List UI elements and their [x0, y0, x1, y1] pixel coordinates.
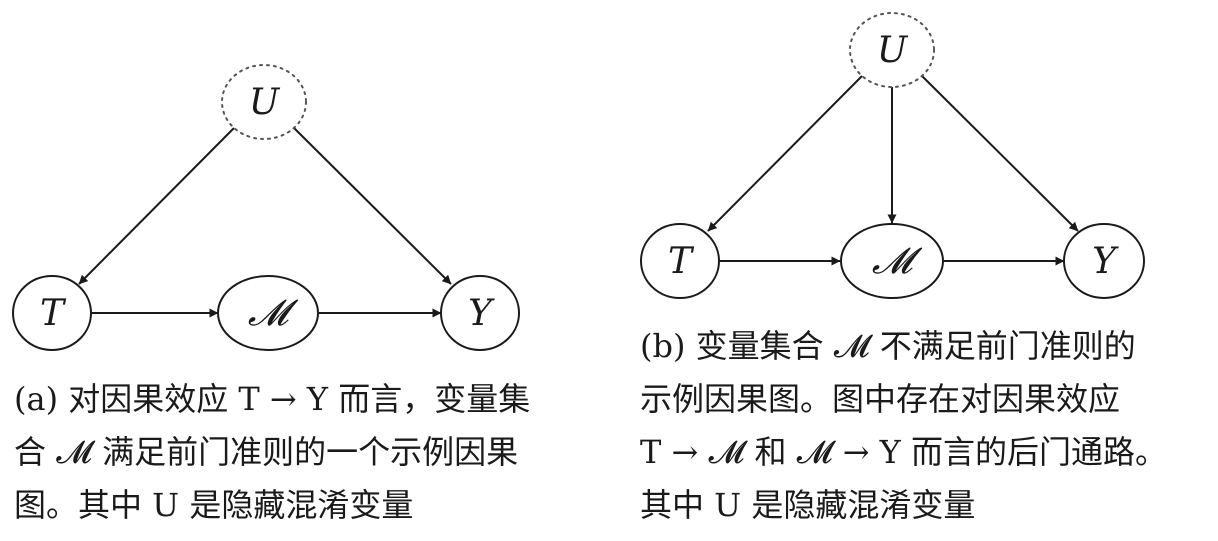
diagram-b: U T 𝓜 Y: [640, 12, 1145, 299]
edge-b-u-to-t: [707, 75, 863, 232]
edge-b-u-to-y: [921, 75, 1079, 232]
node-b-m: [840, 223, 944, 299]
node-a-u-hidden: [221, 64, 307, 140]
caption-b: (b) 变量集合 𝓜 不满足前门准则的 示例因果图。图中存在对因果效应 T → …: [640, 320, 1167, 532]
edge-a-u-to-y: [293, 127, 452, 285]
node-b-t: [640, 223, 720, 299]
caption-a: (a) 对因果效应 T → Y 而言，变量集 合 𝓜 满足前门准则的一个示例因果…: [14, 373, 530, 532]
node-b-u-hidden: [849, 12, 935, 88]
caption-a-line-1: (a) 对因果效应 T → Y 而言，变量集: [14, 380, 531, 418]
node-b-t-label: T: [668, 241, 695, 282]
node-a-y: [440, 275, 520, 351]
caption-b-line-2: 示例因果图。图中存在对因果效应: [640, 380, 1121, 418]
caption-b-line-3: T → 𝓜 和 𝓜 → Y 而言的后门通路。: [640, 433, 1167, 471]
node-a-t-label: T: [40, 293, 67, 334]
node-a-t: [12, 275, 92, 351]
caption-b-line-1: (b) 变量集合 𝓜 不满足前门准则的: [640, 327, 1136, 365]
node-a-u-label: U: [249, 82, 281, 123]
diagram-a: U T 𝓜 Y: [12, 64, 520, 351]
node-b-y: [1063, 223, 1145, 299]
node-a-m: [217, 275, 319, 351]
node-b-u-label: U: [877, 30, 909, 71]
caption-a-line-2: 合 𝓜 满足前门准则的一个示例因果: [14, 433, 519, 471]
caption-a-line-3: 图。其中 U 是隐藏混淆变量: [14, 486, 414, 524]
edge-a-u-to-t: [78, 127, 235, 285]
node-a-y-label: Y: [468, 293, 495, 334]
caption-b-line-4: 其中 U 是隐藏混淆变量: [640, 486, 976, 524]
node-b-y-label: Y: [1092, 241, 1119, 282]
